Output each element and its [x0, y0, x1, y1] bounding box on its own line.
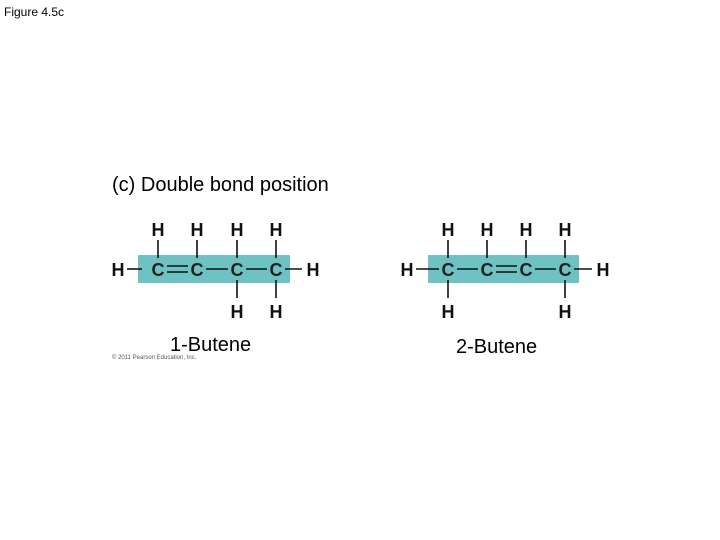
hydrogen-atom: H	[442, 220, 455, 240]
hydrogen-atom: H	[307, 260, 320, 280]
figure-label: Figure 4.5c	[4, 5, 65, 19]
hydrogen-atom: H	[112, 260, 125, 280]
hydrogen-atom: H	[270, 302, 283, 322]
carbon-atom: C	[191, 260, 204, 280]
hydrogen-atom: H	[231, 302, 244, 322]
hydrogen-atom: H	[559, 302, 572, 322]
hydrogen-atom: H	[442, 302, 455, 322]
hydrogen-atom: H	[401, 260, 414, 280]
hydrogen-atom: H	[231, 220, 244, 240]
molecule-name-2-butene: 2-Butene	[456, 336, 538, 358]
hydrogen-atom: H	[520, 220, 533, 240]
copyright-notice: © 2011 Pearson Education, Inc.	[112, 355, 197, 361]
structure-2-butene: H C C C C H H H H H H H	[401, 220, 610, 322]
hydrogen-atom: H	[152, 220, 165, 240]
carbon-backbone-highlight	[428, 255, 579, 283]
hydrogen-atom: H	[191, 220, 204, 240]
carbon-atom: C	[231, 260, 244, 280]
carbon-atom: C	[559, 260, 572, 280]
molecule-name-1-butene: 1-Butene	[170, 334, 252, 356]
carbon-atom: C	[520, 260, 533, 280]
hydrogen-atom: H	[270, 220, 283, 240]
hydrogen-atom: H	[481, 220, 494, 240]
panel-title: (c) Double bond position	[112, 174, 329, 196]
hydrogen-atom: H	[597, 260, 610, 280]
carbon-atom: C	[270, 260, 283, 280]
carbon-atom: C	[152, 260, 165, 280]
hydrogen-atom: H	[559, 220, 572, 240]
carbon-atom: C	[481, 260, 494, 280]
carbon-atom: C	[442, 260, 455, 280]
structure-1-butene: H C C C C H H H H H H H	[112, 220, 320, 322]
